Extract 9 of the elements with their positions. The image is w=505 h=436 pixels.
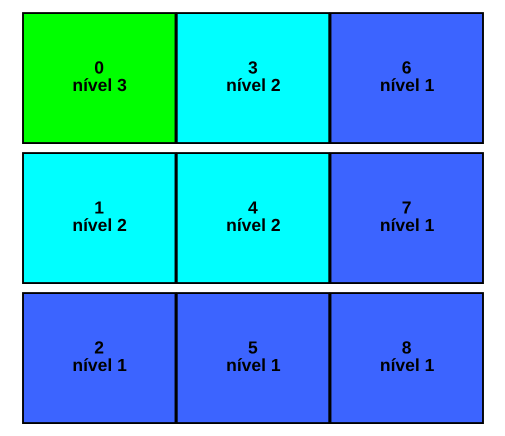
node-box: 6 nível 1: [329, 12, 484, 144]
node-box: 8 nível 1: [329, 292, 484, 424]
node-box: 5 nível 1: [175, 292, 330, 424]
node-box: 7 nível 1: [329, 152, 484, 284]
node-box: 4 nível 2: [175, 152, 330, 284]
node-box: 3 nível 2: [175, 12, 330, 144]
node-box: 1 nível 2: [22, 152, 176, 284]
node-box: 0 nível 3: [22, 12, 176, 144]
node-box: 2 nível 1: [22, 292, 176, 424]
